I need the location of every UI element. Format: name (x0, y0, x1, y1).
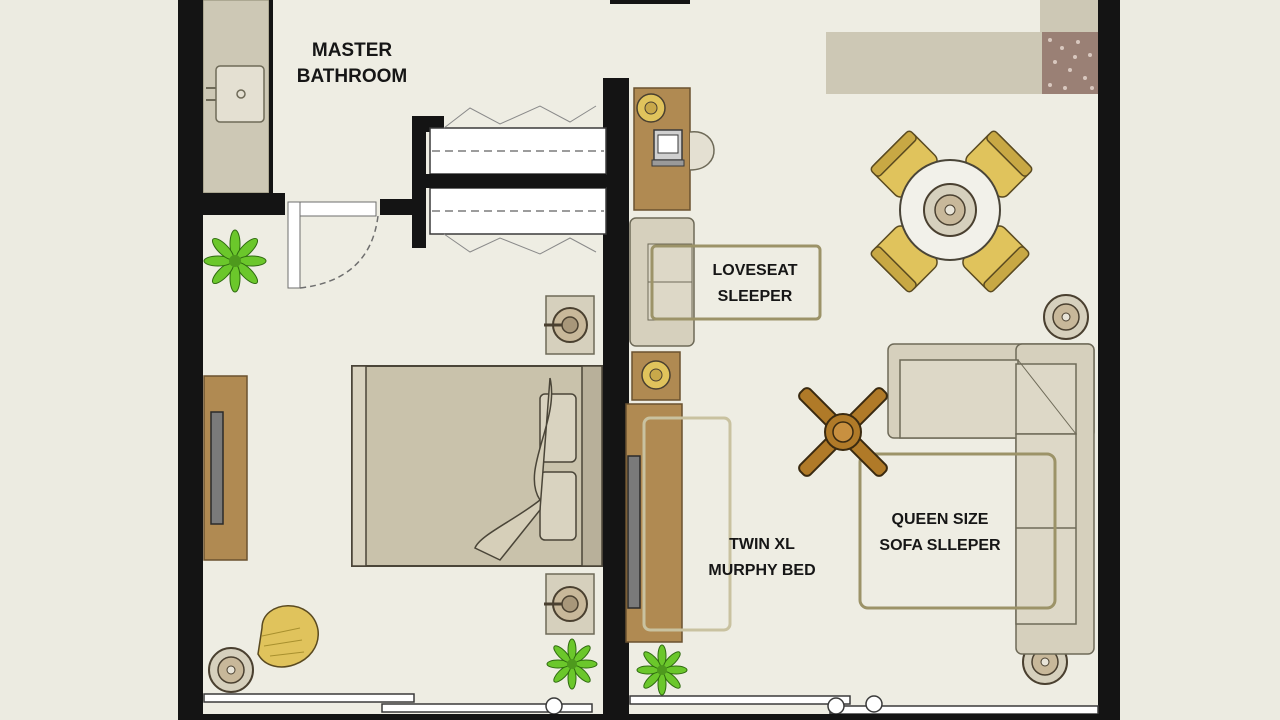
label-loveseat-sleeper: LOVESEAT SLEEPER (690, 258, 820, 310)
sectional-sofa (887, 343, 1095, 655)
loveseat-sleeper-outline (650, 244, 822, 321)
kitchen-counter-upper (1040, 0, 1098, 32)
side-table (631, 351, 681, 401)
lamp-icon (208, 647, 254, 693)
label-line: MURPHY BED (708, 562, 816, 579)
granite-texture (1048, 38, 1094, 90)
dresser (203, 375, 248, 561)
accent-chair (257, 605, 319, 668)
laptop-icon (651, 129, 685, 167)
label-line: BATHROOM (296, 66, 408, 87)
bathroom-door (287, 201, 379, 289)
ceiling-fan-icon (798, 387, 888, 477)
plant-icon (203, 229, 267, 293)
label-line: QUEEN SIZE (891, 511, 989, 528)
loveseat (629, 217, 695, 347)
plant-icon (546, 638, 598, 690)
lamp-icon (544, 307, 588, 343)
label-line: LOVESEAT (712, 262, 798, 279)
label-line: SLEEPER (717, 288, 793, 305)
label-line: SOFA SLLEPER (879, 537, 1001, 554)
lamp-icon (641, 360, 671, 390)
dining-set (870, 130, 1033, 293)
lamp-icon (1043, 294, 1089, 340)
nightstand-bottom (544, 573, 595, 635)
sink-icon (206, 65, 265, 123)
label-queen-size-sofa-sleeper: QUEEN SIZE SOFA SLLEPER (870, 507, 1010, 559)
nightstand-top (544, 295, 595, 355)
bed (351, 365, 603, 567)
label-line: MASTER (311, 40, 393, 61)
sliding-doors (185, 693, 1115, 720)
murphy-bed-cabinet (625, 403, 683, 643)
sofa-sleeper-outline (858, 452, 1057, 610)
walls (178, 0, 1120, 720)
plant-icon (636, 644, 688, 696)
lamp-icon (544, 586, 588, 622)
label-line: TWIN XL (729, 536, 795, 553)
label-master-bathroom: MASTER BATHROOM (280, 38, 424, 90)
closet (426, 105, 607, 255)
label-twin-xl-murphy-bed: TWIN XL MURPHY BED (692, 532, 832, 584)
desk (633, 87, 715, 211)
kitchen-counter (826, 32, 1044, 94)
murphy-bed-outline (642, 416, 732, 632)
lamp-icon (636, 93, 666, 123)
